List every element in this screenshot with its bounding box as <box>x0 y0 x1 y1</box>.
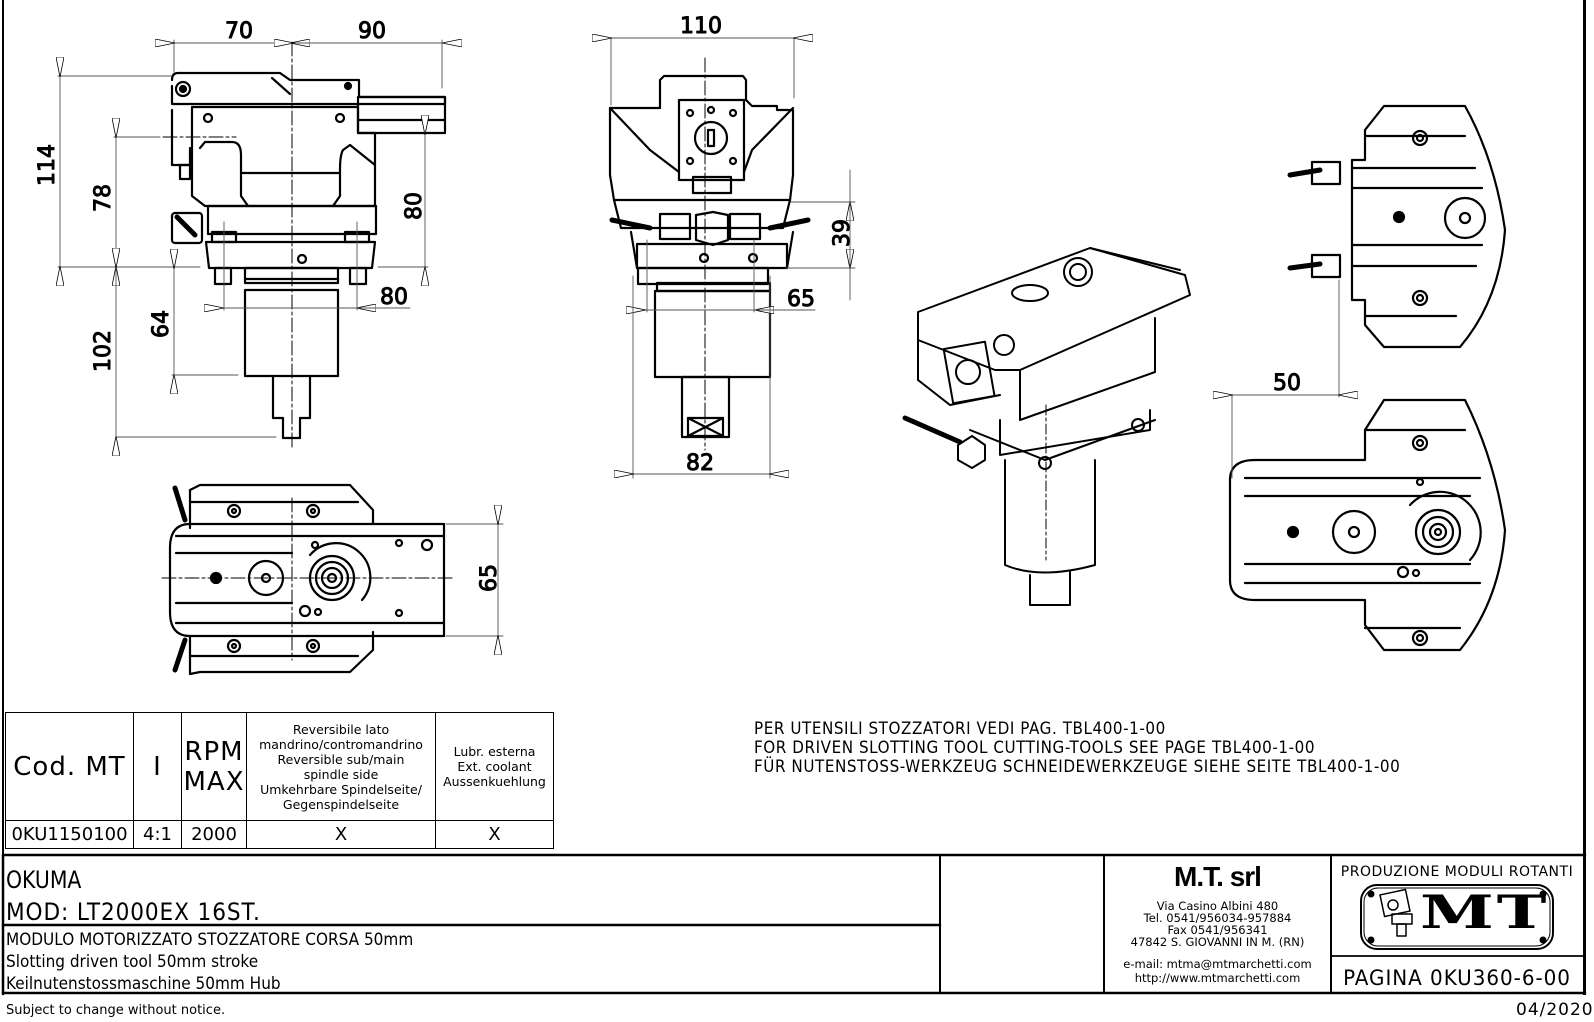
logo-text: MT <box>1420 885 1550 939</box>
description-german: Keilnutenstossmaschine 50mm Hub <box>6 974 281 994</box>
description-english: Slotting driven tool 50mm stroke <box>6 952 259 972</box>
company-fax: Fax 0541/956341 <box>1167 923 1268 937</box>
header-coolant-line: Lubr. esterna <box>453 744 536 759</box>
header-rpm-line1: RPM <box>184 736 244 767</box>
mt-logo <box>1360 884 1554 950</box>
header-coolant-line: Aussenkuehlung <box>443 774 546 789</box>
header-coolant: Lubr. esterna Ext. coolant Aussenkuehlun… <box>435 712 554 821</box>
front-view: 70 90 114 78 80 80 64 102 <box>35 19 445 450</box>
isometric-view <box>902 247 1191 606</box>
cell-rpm: 2000 <box>181 820 247 849</box>
description-italian: MODULO MOTORIZZATO STOZZATORE CORSA 50mm <box>6 930 414 950</box>
brand-label: OKUMA <box>6 866 82 894</box>
header-code-label: Cod. MT <box>13 751 126 782</box>
parts-table-header: Cod. MT I RPM MAX Reversibile lato mandr… <box>5 712 554 821</box>
drawing-border-right <box>1583 0 1586 995</box>
revision-date: 04/2020 <box>1516 1000 1594 1020</box>
header-ratio: I <box>133 712 182 821</box>
dim-50: 50 <box>1273 371 1301 396</box>
cell-code: 0KU1150100 <box>5 820 134 849</box>
dim-80-height: 80 <box>402 192 427 220</box>
company-address: Via Casino Albini 480 <box>1156 899 1279 913</box>
header-rpm-line2: MAX <box>183 766 245 797</box>
company-website[interactable]: http://www.mtmarchetti.com <box>1134 971 1301 985</box>
note-english: FOR DRIVEN SLOTTING TOOL CUTTING-TOOLS S… <box>754 738 1316 757</box>
disclaimer: Subject to change without notice. <box>6 1003 226 1018</box>
right-lower-view <box>1228 398 1507 652</box>
tool-icon <box>1379 888 1413 937</box>
page-number: PAGINA 0KU360-6-00 <box>1343 966 1571 990</box>
header-reversible: Reversibile lato mandrino/contromandrino… <box>246 712 436 821</box>
company-phone: Tel. 0541/956034-957884 <box>1143 911 1292 925</box>
header-code: Cod. MT <box>5 712 134 821</box>
dim-39: 39 <box>830 219 855 247</box>
dim-65-top: 65 <box>477 564 502 592</box>
cell-reversible: X <box>246 820 436 849</box>
company-city: 47842 S. GIOVANNI IN M. (RN) <box>1130 935 1305 949</box>
dim-80-width: 80 <box>380 285 408 310</box>
dim-64: 64 <box>149 310 174 338</box>
dim-78: 78 <box>91 184 116 212</box>
dim-102: 102 <box>91 330 116 372</box>
right-upper-view <box>1287 104 1507 349</box>
dim-82: 82 <box>686 451 714 476</box>
dim-65-side: 65 <box>787 287 815 312</box>
header-reversible-line: Umkehrbare Spindelseite/ <box>260 781 422 797</box>
header-rpm: RPM MAX <box>181 712 247 821</box>
header-coolant-line: Ext. coolant <box>457 759 532 774</box>
company-name: M.T. srl <box>1174 861 1262 892</box>
dim-114: 114 <box>35 144 60 186</box>
company-email[interactable]: e-mail: mtma@mtmarchetti.com <box>1123 957 1312 971</box>
cutting-tool-notes: PER UTENSILI STOZZATORI VEDI PAG. TBL400… <box>754 719 1400 776</box>
table-row: 0KU1150100 4:1 2000 X X <box>5 820 554 849</box>
dim-90: 90 <box>358 19 386 44</box>
header-reversible-line: Reversible sub/main <box>277 751 405 767</box>
note-italian: PER UTENSILI STOZZATORI VEDI PAG. TBL400… <box>754 719 1166 738</box>
header-reversible-line: mandrino/contromandrino <box>259 736 423 752</box>
note-german: FÜR NUTENSTOSS-WERKZEUG SCHNEIDEWERKZEUG… <box>754 757 1401 776</box>
drawing-border-left <box>2 0 4 856</box>
header-reversible-line: spindle side <box>303 766 379 782</box>
production-label: PRODUZIONE MODULI ROTANTI <box>1340 864 1574 880</box>
header-ratio-label: I <box>153 751 162 782</box>
dim-70: 70 <box>225 19 253 44</box>
cell-ratio: 4:1 <box>133 820 182 849</box>
dim-110: 110 <box>680 14 722 39</box>
header-reversible-line: Reversibile lato <box>292 721 390 737</box>
model-label: MOD: LT2000EX 16ST. <box>6 898 261 926</box>
header-reversible-line: Gegenspindelseite <box>282 796 400 812</box>
parts-table: Cod. MT I RPM MAX Reversibile lato mandr… <box>5 712 554 849</box>
side-view: 110 39 65 82 <box>610 14 856 479</box>
top-view: 65 <box>161 483 504 676</box>
cell-coolant: X <box>435 820 554 849</box>
